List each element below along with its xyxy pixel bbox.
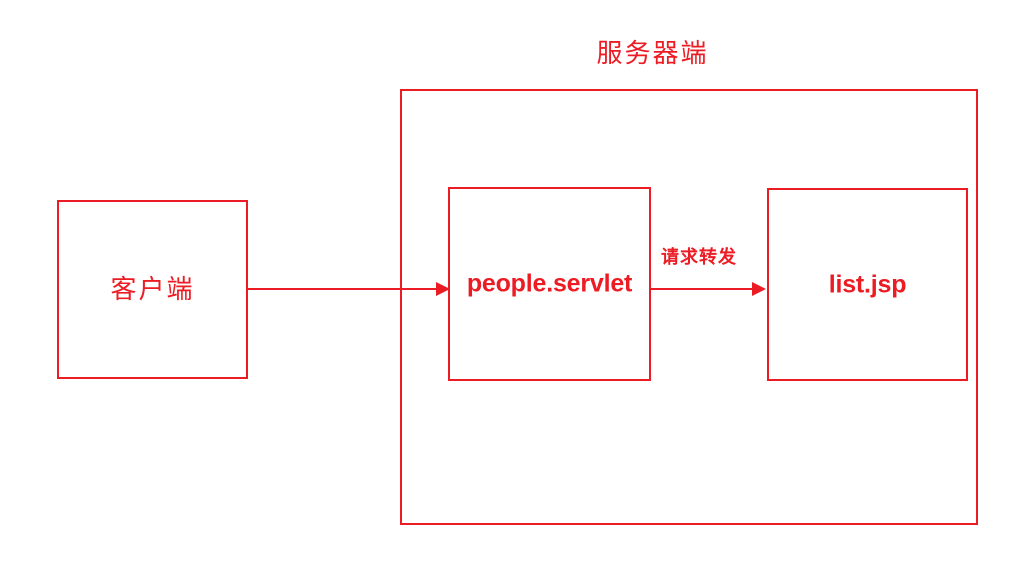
node-client[interactable]: 客户端 — [57, 200, 248, 379]
node-list-jsp-label: list.jsp — [828, 270, 907, 298]
edge-label-request-forward: 请求转发 — [661, 247, 737, 267]
server-side-container — [400, 89, 978, 525]
diagram-title: 服务器端 — [0, 38, 1015, 69]
node-people-servlet-label: people.servlet — [466, 269, 633, 298]
diagram-title-text: 服务器端 — [596, 39, 709, 68]
arrow-client-to-servlet-icon — [246, 282, 450, 296]
node-client-label: 客户端 — [110, 274, 195, 304]
node-people-servlet[interactable]: people.servlet — [448, 187, 651, 381]
node-list-jsp[interactable]: list.jsp — [767, 188, 968, 381]
arrow-servlet-to-jsp-icon — [650, 282, 766, 296]
